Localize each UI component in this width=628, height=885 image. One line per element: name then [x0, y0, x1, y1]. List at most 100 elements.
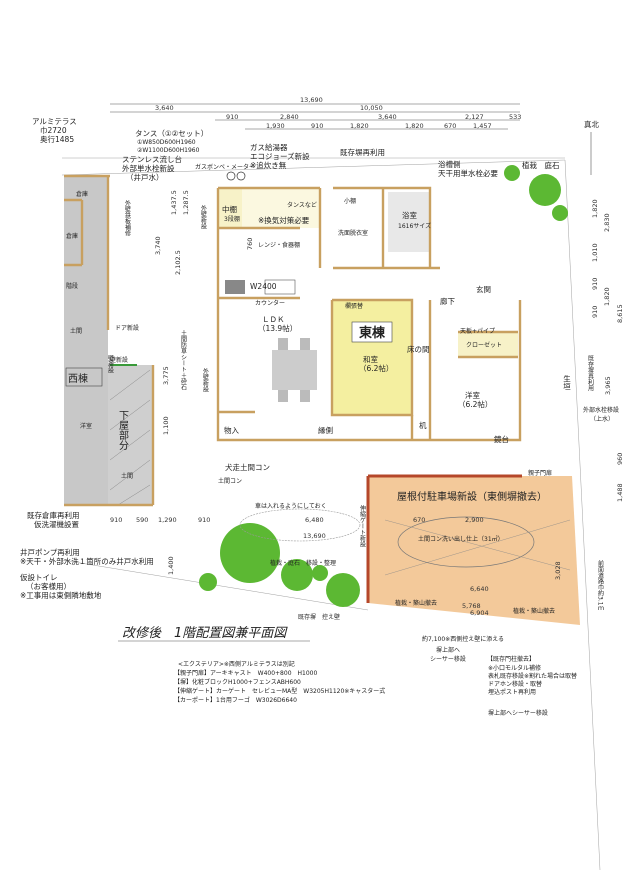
note: 仮洗濯機設置: [34, 519, 79, 529]
label: レンジ・食器棚: [258, 241, 300, 249]
room-label: 階段: [66, 282, 78, 290]
room-label: 洗面脱衣室: [338, 229, 368, 237]
car-outline: [239, 508, 361, 542]
tree-icon: [552, 205, 568, 221]
room-label: 和室: [363, 354, 378, 364]
note: ※換気対策必要: [258, 215, 310, 225]
east-building-label: 東棟: [359, 325, 386, 341]
room-label: （13.9帖）: [258, 323, 297, 333]
room-label: 玄関: [476, 284, 491, 294]
dim: 1,437.5: [170, 190, 178, 215]
note: 浴槽側: [438, 159, 461, 169]
note: 約7,100※西側控え壁に添える: [422, 635, 504, 643]
label: 外壁新設: [202, 367, 209, 393]
spec-line: 【親子門扉】アーキキャスト W400+800 H1000: [174, 669, 317, 677]
dim: 533: [509, 113, 521, 121]
dim: 1,488: [616, 483, 624, 502]
label: 外部水栓移設: [583, 406, 619, 414]
car-outline: [397, 516, 535, 568]
dim: 2,830: [603, 213, 611, 232]
dim: 1,457: [473, 122, 492, 130]
note: 井戸ポンプ再利用: [20, 547, 80, 557]
note-line: 【既存門柱撤去】: [487, 655, 535, 663]
label: 前面道路巾約3.1ｍ: [597, 559, 604, 611]
label: 壁新設: [110, 356, 128, 364]
spec-line: 【塀】化粧ブロックH1000+フェンスABH600: [174, 678, 301, 686]
label: 犬走土間コン: [225, 462, 270, 472]
label: 外壁新設: [200, 204, 207, 230]
room-label: 洋室: [80, 422, 92, 430]
dim: 1,400: [167, 556, 175, 575]
dim: 3,740: [154, 236, 162, 255]
dim: 3,775: [162, 366, 170, 385]
label: 植栽・築山撤去: [513, 607, 555, 615]
dim: 2,102.5: [174, 250, 182, 275]
note: 植栽・庭石 移設・整理: [270, 559, 336, 567]
note: 既存塀再利用: [340, 147, 385, 157]
note: （井戸水）: [126, 172, 164, 182]
spec-line: <エクステリア>※西側アルミテラスは別記: [178, 660, 295, 668]
lower-roof-label: 下屋部分: [117, 410, 129, 451]
label: 生垣: [562, 374, 571, 391]
room-label: 中棚: [222, 204, 237, 214]
note: 塀上部へ: [436, 646, 460, 654]
dim: 1,010: [591, 243, 599, 262]
room-label: （6.2帖）: [458, 399, 492, 409]
room-label: 土間: [121, 472, 133, 480]
dim: 1,287.5: [182, 190, 190, 215]
gate-pillar-notes: 【既存門柱撤去】 ※小口モルタル補修 表札既存移設※割れた場合は取替 ドアホン移…: [487, 655, 577, 696]
dim: 3,965: [604, 376, 612, 395]
site-notes: 車は入れるようにしておく 910 590 1,290 910 6,480 13,…: [20, 502, 548, 717]
room-label: 土間: [70, 327, 82, 335]
dim: 670: [413, 516, 425, 524]
dim: 910: [311, 122, 323, 130]
note: 奥行1485: [40, 134, 74, 144]
note: （お客様用）: [26, 581, 71, 591]
room-label: 浴室: [402, 210, 417, 220]
dim: 6,480: [305, 516, 324, 524]
trees: [199, 165, 568, 607]
carport-label: 屋根付駐車場新設（東側塀撤去）: [397, 490, 547, 503]
dim: 910: [591, 306, 599, 318]
top-notes: アルミテラス 巾2720 奥行1485 タンス（①②セット） ①W850D600…: [32, 117, 565, 182]
label: 土間コン: [218, 477, 242, 485]
room-label: 縁側: [318, 425, 333, 435]
dim: 1,820: [405, 122, 424, 130]
dim: 1,290: [158, 516, 177, 524]
label: 天板+パイプ: [460, 327, 495, 335]
note: タンスなど: [287, 201, 317, 209]
note: タンス（①②セット）: [135, 129, 208, 138]
room-label: 廊下: [440, 296, 455, 306]
note: ①W850D600H1960: [137, 139, 196, 146]
dim: 5,768: [462, 602, 481, 610]
room-label: 1616サイズ: [398, 222, 431, 230]
west-building-label: 西棟: [68, 372, 88, 385]
label: 外壁鉄板補修: [124, 199, 131, 237]
dim: 10,050: [360, 104, 383, 112]
dim: 670: [444, 122, 456, 130]
main-building: 中棚 3段棚 ※換気対策必要 タンスなど 小棚 浴室 1616サイズ 洗面脱衣室…: [216, 186, 522, 444]
dim: 910: [226, 113, 238, 121]
label: 既存塀再利用: [587, 355, 594, 392]
room-label: （6.2帖）: [359, 363, 393, 373]
note-line: ※小口モルタル補修: [488, 664, 541, 672]
carport-area: 屋根付駐車場新設（東側塀撤去） 土間コン洗い出し仕上（31㎡） 親子門扉 670…: [366, 469, 580, 625]
stove-icon: [225, 280, 245, 294]
note: 外部単水栓新設: [122, 163, 175, 173]
note-line: 表札既存移設※割れた場合は取替: [488, 672, 577, 680]
dim: 3,640: [378, 113, 397, 121]
right-dimensions: 1,820 2,830 1,010 910 910 1,820 8,615 3,…: [591, 199, 624, 502]
dim: 590: [136, 516, 148, 524]
tree-icon: [199, 573, 217, 591]
dim: 760: [246, 238, 254, 250]
note: 既存塀 控え壁: [298, 613, 340, 621]
label: ドア新設: [115, 324, 139, 332]
label: 土間コン洗い出し仕上（31㎡）: [418, 535, 504, 543]
room-label: ＬＤＫ: [262, 315, 285, 324]
dim: 1,820: [350, 122, 369, 130]
spec-line: 【カーポート】1台用フーゴ W3026D6640: [174, 696, 297, 704]
dim: 13,690: [303, 532, 326, 540]
gas-cylinder-icon: [236, 171, 246, 181]
note: ガスボンベ・メーター: [195, 163, 255, 171]
